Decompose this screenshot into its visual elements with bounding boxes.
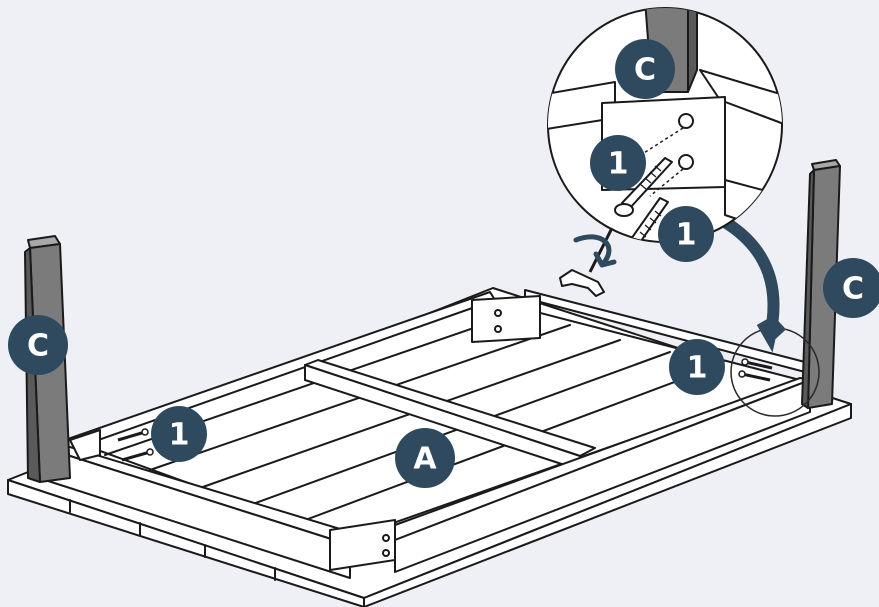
- badge-screw-left: 1: [151, 406, 207, 462]
- svg-text:1: 1: [676, 218, 697, 253]
- wood-screw-icon: [614, 157, 673, 217]
- screw-pair-left: [117, 428, 154, 462]
- screw-icon: [738, 370, 771, 382]
- frame-cross-brace: [304, 359, 596, 471]
- screw-icon: [117, 428, 149, 442]
- badge-leg-left: C: [8, 315, 68, 375]
- badge-screw-detail-upper: 1: [590, 135, 646, 191]
- svg-text:C: C: [634, 53, 656, 88]
- screw-pair-right: [738, 358, 773, 382]
- badge-leg-detail: C: [615, 39, 675, 99]
- frame-front-rail-right: [394, 377, 811, 573]
- t-handle-hex-key-icon: [559, 227, 614, 297]
- corner-bracket-back: [471, 295, 541, 343]
- svg-text:1: 1: [608, 147, 629, 182]
- svg-text:A: A: [413, 442, 437, 477]
- badge-frame: A: [395, 428, 455, 488]
- screw-icon: [741, 358, 773, 370]
- frame-left-end: [69, 429, 101, 461]
- screw-icon: [121, 448, 154, 462]
- corner-bracket-front: [329, 519, 396, 571]
- badge-screw-detail-lower: 1: [658, 206, 714, 262]
- svg-text:C: C: [842, 272, 864, 307]
- badge-screw-right: 1: [669, 339, 725, 395]
- curved-callout-arrow-icon: [721, 216, 787, 353]
- badge-leg-right: C: [823, 258, 879, 318]
- svg-text:1: 1: [687, 351, 708, 386]
- svg-text:C: C: [27, 329, 49, 364]
- rotate-clockwise-arrow-icon: [573, 234, 617, 268]
- svg-text:1: 1: [169, 418, 190, 453]
